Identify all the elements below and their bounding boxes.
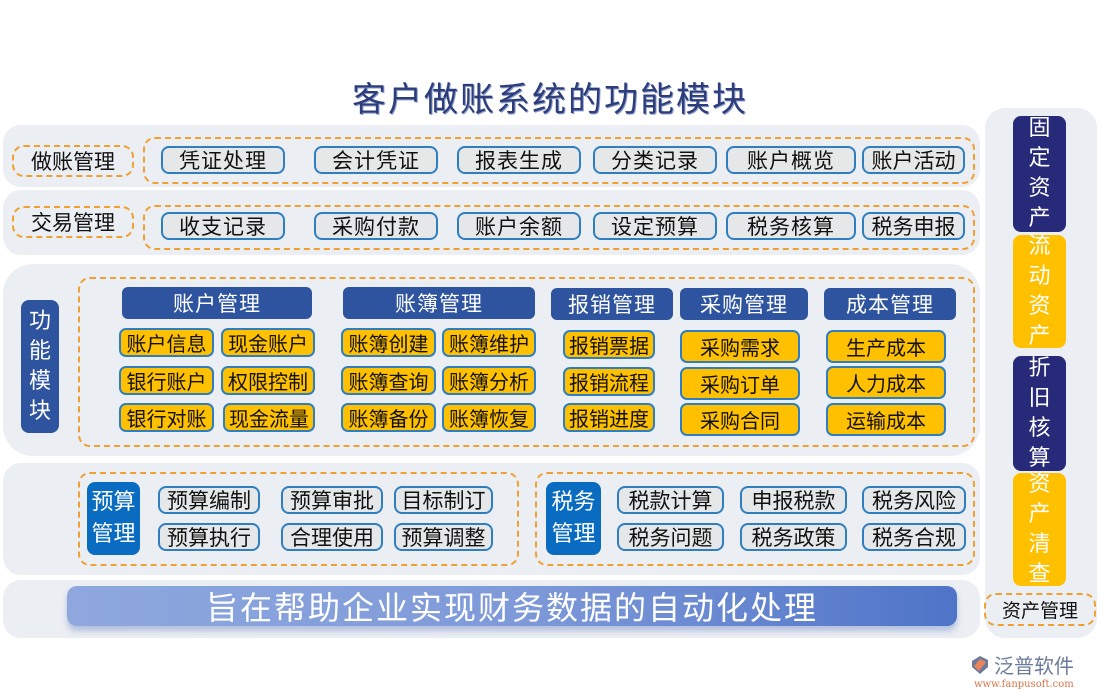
ledger-management-item[interactable]: 账簿备份: [341, 403, 436, 432]
brand-logo: 泛普软件 www.fanpusoft.com: [970, 650, 1095, 690]
reimbursement-management-item[interactable]: 报销进度: [563, 403, 655, 432]
ledger-management-item[interactable]: 账簿恢复: [442, 403, 536, 432]
function-modules-char: 块: [28, 398, 51, 424]
tax-item[interactable]: 税务合规: [862, 523, 966, 551]
budget-item[interactable]: 预算调整: [394, 523, 493, 551]
bookkeeping-item[interactable]: 会计凭证: [314, 146, 438, 174]
purchase-management-item[interactable]: 采购需求: [680, 330, 800, 363]
function-modules-char: 功: [28, 308, 51, 334]
ledger-management-item[interactable]: 账簿维护: [442, 328, 536, 357]
budget-item[interactable]: 预算执行: [158, 523, 260, 551]
budget-item[interactable]: 目标制订: [394, 486, 493, 514]
asset-block-fixed-assets: 固 定 资 产: [1013, 116, 1066, 232]
slogan-banner: 旨在帮助企业实现财务数据的自动化处理: [67, 586, 957, 627]
budget-tax-panel: [3, 463, 980, 575]
bookkeeping-item[interactable]: 账户概览: [726, 146, 856, 174]
purchase-management-item[interactable]: 采购合同: [680, 403, 800, 436]
function-modules-char: 模: [28, 368, 51, 394]
tax-item[interactable]: 税务政策: [740, 523, 847, 551]
transaction-item[interactable]: 采购付款: [314, 212, 438, 240]
transaction-item[interactable]: 设定预算: [593, 212, 717, 240]
tax-item[interactable]: 税务问题: [617, 523, 724, 551]
page-title: 客户做账系统的功能模块: [352, 80, 748, 120]
bookkeeping-item[interactable]: 分类记录: [593, 146, 717, 174]
tax-item[interactable]: 申报税款: [740, 486, 847, 514]
transaction-item[interactable]: 税务核算: [726, 212, 856, 240]
function-modules-group: [78, 277, 975, 447]
tax-item[interactable]: 税款计算: [617, 486, 724, 514]
cost-management-item[interactable]: 生产成本: [826, 330, 946, 363]
transaction-label: 交易管理: [12, 206, 134, 238]
bookkeeping-item[interactable]: 凭证处理: [161, 146, 285, 174]
account-management-item[interactable]: 账户信息: [119, 328, 214, 357]
ledger-management-item[interactable]: 账簿分析: [442, 366, 536, 395]
ledger-management-item[interactable]: 账簿查询: [341, 366, 436, 395]
transaction-item[interactable]: 税务申报: [862, 212, 965, 240]
account-management-item[interactable]: 银行对账: [119, 403, 214, 432]
reimbursement-management-item[interactable]: 报销票据: [563, 330, 655, 359]
budget-item[interactable]: 预算编制: [158, 486, 260, 514]
transaction-item[interactable]: 账户余额: [457, 212, 581, 240]
account-management-item[interactable]: 现金账户: [221, 328, 315, 357]
bookkeeping-item[interactable]: 账户活动: [862, 146, 965, 174]
tax-management-label: 税务 管理: [546, 482, 601, 555]
budget-item[interactable]: 预算审批: [281, 486, 383, 514]
asset-block-asset-inventory: 资 产 清 查: [1013, 472, 1066, 587]
asset-block-depreciation: 折 旧 核 算: [1013, 356, 1066, 471]
cost-management-item[interactable]: 运输成本: [826, 403, 946, 436]
budget-item[interactable]: 合理使用: [281, 523, 383, 551]
cost-management-header: 成本管理: [824, 288, 956, 320]
account-management-header: 账户管理: [122, 287, 312, 319]
purchase-management-header: 采购管理: [680, 288, 808, 320]
bookkeeping-items-group: [143, 137, 975, 184]
reimbursement-management-header: 报销管理: [551, 288, 673, 320]
reimbursement-management-item[interactable]: 报销流程: [563, 367, 655, 396]
cost-management-item[interactable]: 人力成本: [826, 366, 946, 399]
budget-management-label: 预算 管理: [87, 482, 140, 555]
bookkeeping-label: 做账管理: [12, 145, 134, 177]
asset-management-label: 资产管理: [984, 593, 1096, 626]
ledger-management-item[interactable]: 账簿创建: [341, 328, 436, 357]
account-management-item[interactable]: 银行账户: [119, 366, 214, 395]
logo-name: 泛普软件: [994, 654, 1074, 678]
logo-mark-icon: [972, 655, 988, 674]
asset-block-current-assets: 流 动 资 产: [1013, 234, 1066, 349]
transaction-items-group: [143, 205, 975, 250]
purchase-management-item[interactable]: 采购订单: [680, 367, 800, 400]
tax-item[interactable]: 税务风险: [862, 486, 966, 514]
budget-group: [78, 472, 519, 566]
function-modules-label: 功 能 模 块: [21, 300, 59, 433]
account-management-item[interactable]: 现金流量: [223, 403, 315, 432]
function-modules-char: 能: [28, 338, 51, 364]
logo-url: www.fanpusoft.com: [974, 679, 1074, 690]
account-management-item[interactable]: 权限控制: [221, 366, 315, 395]
tax-group: [535, 472, 975, 566]
transaction-item[interactable]: 收支记录: [161, 212, 285, 240]
bookkeeping-item[interactable]: 报表生成: [457, 146, 581, 174]
ledger-management-header: 账簿管理: [343, 287, 535, 319]
